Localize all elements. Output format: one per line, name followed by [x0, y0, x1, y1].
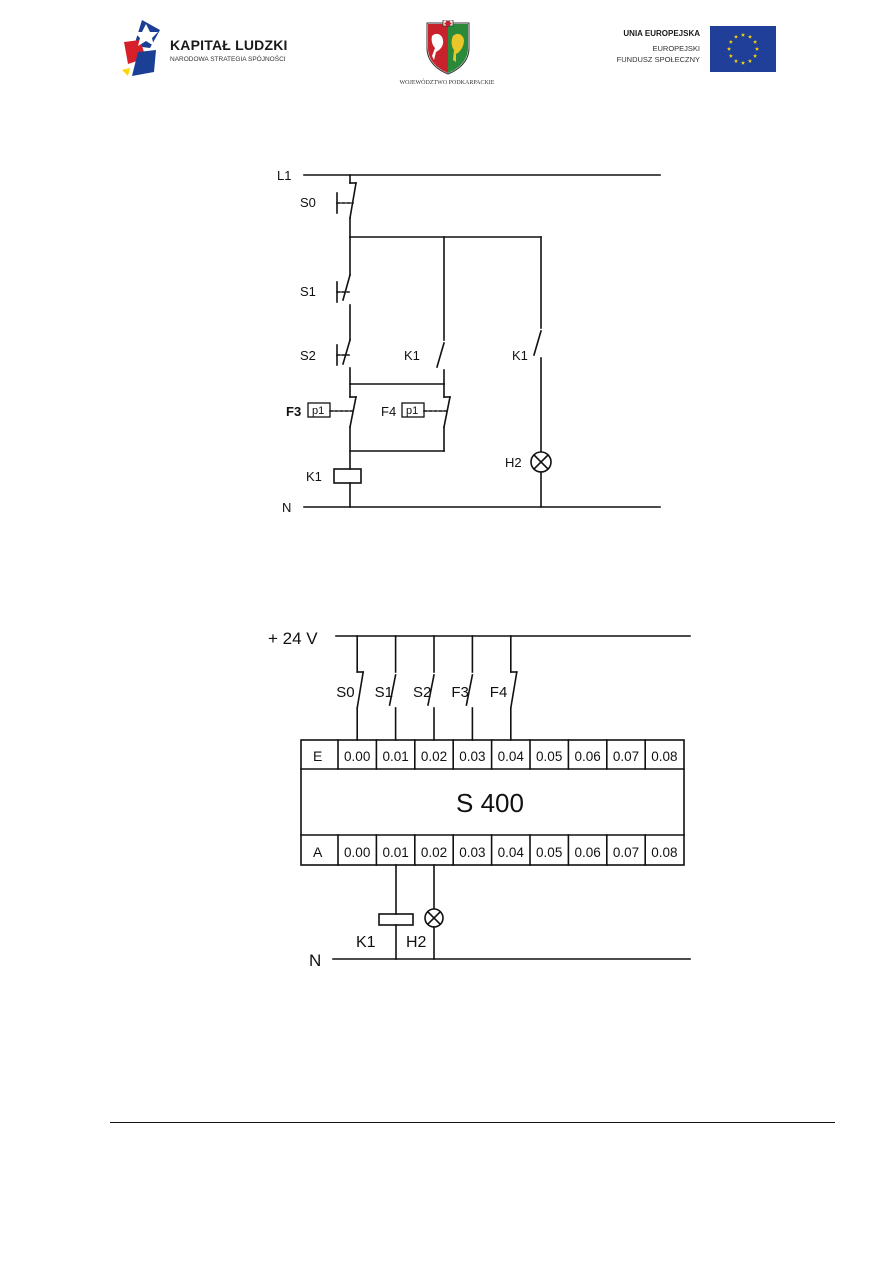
plc-output-address: 0.00	[344, 845, 370, 860]
plc-output-address: 0.03	[459, 845, 485, 860]
footer-rule	[110, 1122, 835, 1123]
h2-label: H2	[505, 455, 522, 470]
s2-label: S2	[300, 348, 316, 363]
plc-input-address: 0.01	[382, 749, 408, 764]
kapital-ludzki-subtitle: NARODOWA STRATEGIA SPÓJNOŚCI	[170, 56, 286, 63]
f4-label: F4	[381, 404, 396, 419]
eu-star-icon	[728, 39, 733, 44]
eu-star-icon	[754, 46, 760, 51]
eu-star-icon	[733, 34, 739, 39]
plc-input-label: S0	[336, 684, 354, 701]
p1-label-b: p1	[406, 405, 418, 417]
s1-label: S1	[300, 284, 316, 299]
plc-input-label: S1	[375, 684, 393, 701]
l1-label: L1	[277, 168, 291, 183]
plc-output-address: 0.06	[574, 845, 600, 860]
eu-flag-icon	[710, 26, 776, 72]
k1-coil-symbol	[333, 468, 362, 484]
plc-input-address: 0.08	[651, 749, 677, 764]
plc-output-address: 0.05	[536, 845, 562, 860]
k1-coil-label: K1	[306, 469, 322, 484]
plc-output-address: 0.08	[651, 845, 677, 860]
eu-line1: UNIA EUROPEJSKA	[623, 29, 700, 38]
eu-star-icon	[753, 53, 758, 58]
eu-star-icon	[728, 53, 733, 58]
k1-output-label: K1	[356, 934, 376, 951]
eu-logo-block: UNIA EUROPEJSKA EUROPEJSKI FUNDUSZ SPOŁE…	[590, 26, 780, 76]
kapital-ludzki-logo: KAPITAŁ LUDZKI NARODOWA STRATEGIA SPÓJNO…	[120, 18, 320, 78]
plc-input-wire	[465, 674, 474, 706]
input-row-label: E	[313, 748, 322, 764]
plc-input-address: 0.04	[498, 749, 525, 764]
plc-input-address: 0.02	[421, 749, 447, 764]
eu-line3: FUNDUSZ SPOŁECZNY	[616, 55, 700, 64]
output-row-label: A	[313, 844, 323, 860]
plc-output-address: 0.04	[498, 845, 525, 860]
plc-input-address: 0.05	[536, 749, 562, 764]
eu-star-icon	[747, 58, 753, 63]
h2-output-label: H2	[406, 934, 427, 951]
plc-input-label: F3	[451, 684, 469, 701]
eu-star-icon	[726, 46, 732, 51]
plc-input-address: 0.07	[613, 749, 639, 764]
eu-star-icon	[733, 58, 739, 63]
plc-name: S 400	[456, 788, 524, 818]
p1-label-a: p1	[312, 405, 324, 417]
plc-module	[300, 739, 685, 866]
f3-label: F3	[286, 404, 301, 419]
podkarpackie-crest-icon	[426, 20, 470, 75]
n-label-plc: N	[309, 951, 321, 970]
eu-line2: EUROPEJSKI	[652, 44, 700, 53]
region-caption: WOJEWÓDZTWO PODKARPACKIE	[399, 80, 495, 86]
plc-output-address: 0.07	[613, 845, 639, 860]
podkarpackie-logo: WOJEWÓDZTWO PODKARPACKIE	[372, 20, 522, 90]
plc-input-wire	[509, 671, 518, 709]
plc-input-address: 0.06	[574, 749, 600, 764]
plc-output-address: 0.02	[421, 845, 447, 860]
kapital-ludzki-title: KAPITAŁ LUDZKI	[170, 37, 288, 53]
k1-contact-label-a: K1	[404, 348, 420, 363]
plc-input-wire	[388, 674, 397, 706]
plc-input-label: S2	[413, 684, 431, 701]
plc-output-address: 0.01	[382, 845, 408, 860]
k1-output-coil	[378, 913, 414, 926]
f3-p1-box	[307, 402, 331, 418]
eu-star-icon	[740, 32, 746, 37]
supply-label: + 24 V	[268, 629, 318, 648]
plc-input-wire	[427, 674, 435, 706]
plc-input-address: 0.03	[459, 749, 485, 764]
plc-input-label: F4	[490, 684, 508, 701]
kapital-ludzki-emblem-icon	[122, 20, 160, 76]
plc-input-address: 0.00	[344, 749, 370, 764]
k1-contact-label-b: K1	[512, 348, 528, 363]
eu-star-icon	[740, 60, 746, 65]
s0-label: S0	[300, 195, 316, 210]
eu-star-icon	[753, 39, 758, 44]
plc-input-wire	[356, 671, 365, 709]
eu-star-icon	[747, 34, 753, 39]
n-label-relay: N	[282, 500, 291, 515]
f4-p1-box	[401, 402, 425, 418]
